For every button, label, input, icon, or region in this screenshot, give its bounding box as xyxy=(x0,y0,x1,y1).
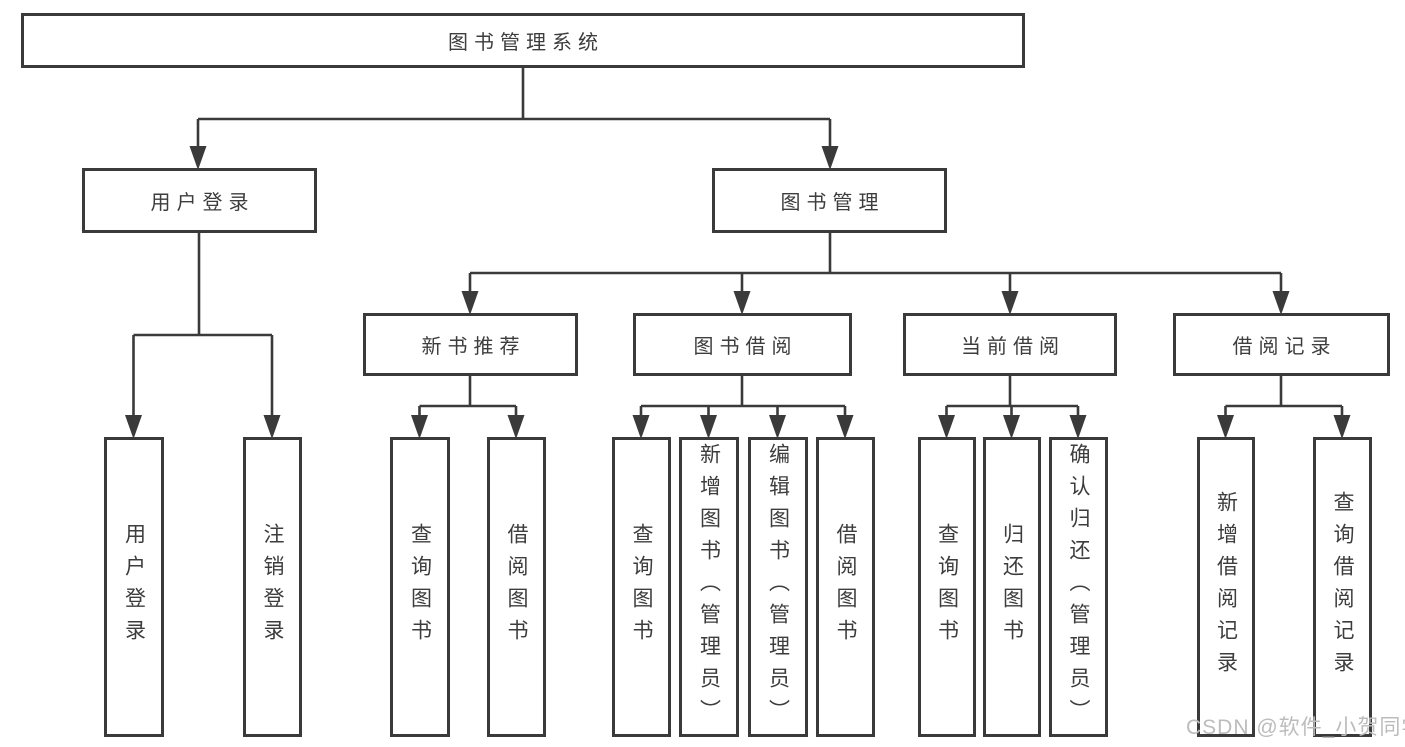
leaf-query-books-current: 查询图书 xyxy=(918,437,976,737)
leaf-edit-books-admin-label: 编辑图书（管理员） xyxy=(766,443,790,731)
node-new-book-recommend: 新书推荐 xyxy=(363,313,578,376)
leaf-query-books-recommend: 查询图书 xyxy=(390,437,450,737)
leaf-borrow-books-recommend-label: 借阅图书 xyxy=(505,523,528,651)
node-borrow-records: 借阅记录 xyxy=(1173,313,1390,376)
node-book-borrow-label: 图书借阅 xyxy=(693,336,798,358)
leaf-add-books-admin: 新增图书（管理员） xyxy=(679,437,739,737)
leaf-user-login: 用户登录 xyxy=(104,437,164,737)
node-book-borrow: 图书借阅 xyxy=(633,313,852,376)
leaf-borrow-books-label: 借阅图书 xyxy=(834,523,857,651)
leaf-logout-label: 注销登录 xyxy=(261,523,284,651)
leaf-user-login-label: 用户登录 xyxy=(122,523,146,651)
leaf-query-borrow-record-label: 查询借阅记录 xyxy=(1331,491,1354,683)
node-book-management: 图书管理 xyxy=(712,168,947,233)
leaf-query-books-borrow-label: 查询图书 xyxy=(630,523,653,651)
leaf-confirm-return-admin-label: 确认归还（管理员） xyxy=(1067,443,1090,731)
leaf-return-books-label: 归还图书 xyxy=(1000,523,1024,651)
leaf-query-books-recommend-label: 查询图书 xyxy=(408,523,432,651)
node-borrow-records-label: 借阅记录 xyxy=(1232,336,1337,358)
leaf-return-books: 归还图书 xyxy=(983,437,1041,737)
leaf-query-borrow-record: 查询借阅记录 xyxy=(1313,437,1372,737)
node-user-login: 用户登录 xyxy=(82,168,317,233)
leaf-edit-books-admin: 编辑图书（管理员） xyxy=(748,437,808,737)
node-root-label: 图书管理系统 xyxy=(448,32,604,54)
leaf-logout: 注销登录 xyxy=(243,437,302,737)
node-current-borrow-label: 当前借阅 xyxy=(961,336,1065,358)
leaf-borrow-books: 借阅图书 xyxy=(816,437,875,737)
leaf-query-books-current-label: 查询图书 xyxy=(935,523,959,651)
leaf-add-borrow-record-label: 新增借阅记录 xyxy=(1214,491,1238,683)
leaf-borrow-books-recommend: 借阅图书 xyxy=(487,437,546,737)
leaf-query-books-borrow: 查询图书 xyxy=(612,437,671,737)
leaf-add-borrow-record: 新增借阅记录 xyxy=(1197,437,1255,737)
node-current-borrow: 当前借阅 xyxy=(903,313,1117,376)
node-root: 图书管理系统 xyxy=(21,13,1025,68)
csdn-watermark: CSDN @软件_小贺同学 xyxy=(1186,716,1405,739)
leaf-confirm-return-admin: 确认归还（管理员） xyxy=(1049,437,1108,737)
node-book-management-label: 图书管理 xyxy=(780,192,885,214)
node-new-book-recommend-label: 新书推荐 xyxy=(421,336,526,358)
node-user-login-label: 用户登录 xyxy=(150,192,255,214)
leaf-add-books-admin-label: 新增图书（管理员） xyxy=(697,443,721,731)
